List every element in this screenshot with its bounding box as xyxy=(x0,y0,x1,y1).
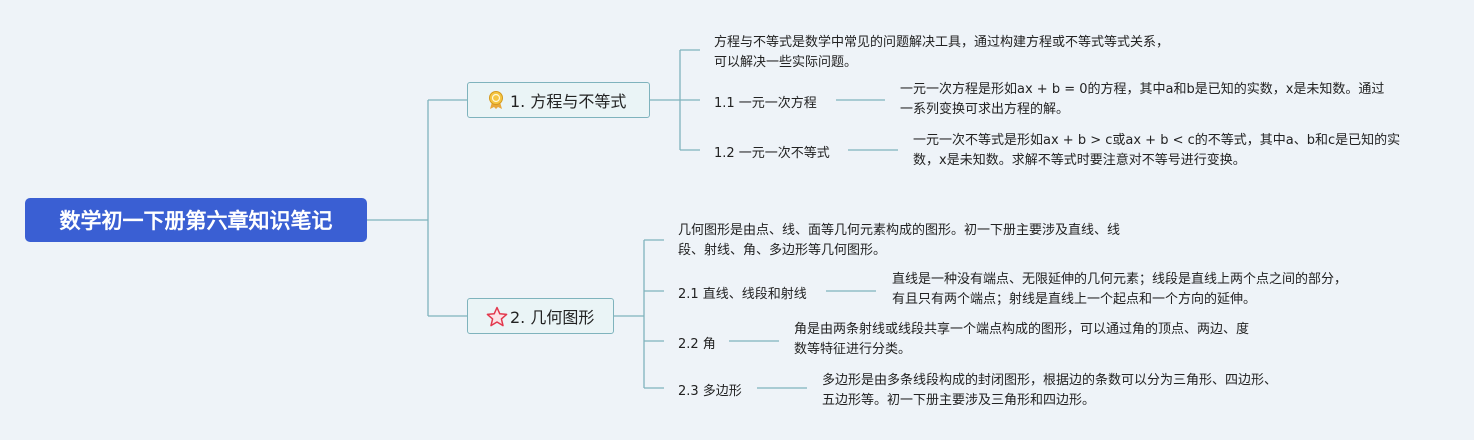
sub-topic-label[interactable]: 1.1 一元一次方程 xyxy=(714,96,817,111)
sub-topic-desc: 直线是一种没有端点、无限延伸的几何元素；线段是直线上两个点之间的部分， 有且只有… xyxy=(892,270,1347,310)
branch-equations[interactable]: 1. 方程与不等式 xyxy=(467,82,650,118)
desc-line: 数，x是未知数。求解不等式时要注意对不等号进行变换。 xyxy=(913,153,1246,168)
root-title: 数学初一下册第六章知识笔记 xyxy=(59,209,333,233)
award-ribbon-icon xyxy=(486,90,506,110)
root-topic[interactable]: 数学初一下册第六章知识笔记 xyxy=(25,198,367,242)
branch-label: 1. 方程与不等式 xyxy=(510,92,627,111)
branch-label: 2. 几何图形 xyxy=(510,308,595,327)
sub-topic-desc: 多边形是由多条线段构成的封闭图形，根据边的条数可以分为三角形、四边形、 五边形等… xyxy=(822,371,1277,411)
sub-topic-label[interactable]: 2.3 多边形 xyxy=(678,384,742,399)
intro-line: 段、射线、角、多边形等几何图形。 xyxy=(678,243,887,258)
sub-topic-desc: 一元一次方程是形如ax + b = 0的方程，其中a和b是已知的实数，x是未知数… xyxy=(900,80,1384,120)
intro-line: 方程与不等式是数学中常见的问题解决工具，通过构建方程或不等式等式关系， xyxy=(714,35,1170,50)
desc-line: 一元一次方程是形如ax + b = 0的方程，其中a和b是已知的实数，x是未知数… xyxy=(900,82,1385,97)
desc-line: 一系列变换可求出方程的解。 xyxy=(900,102,1070,117)
desc-line: 角是由两条射线或线段共享一个端点构成的图形，可以通过角的顶点、两边、度 xyxy=(794,322,1250,337)
branch-geometry[interactable]: 2. 几何图形 xyxy=(467,298,614,334)
desc-line: 有且只有两个端点；射线是直线上一个起点和一个方向的延伸。 xyxy=(892,292,1257,307)
desc-line: 五边形等。初一下册主要涉及三角形和四边形。 xyxy=(822,393,1096,408)
branch-intro: 方程与不等式是数学中常见的问题解决工具，通过构建方程或不等式等式关系， 可以解决… xyxy=(714,33,1169,73)
desc-line: 直线是一种没有端点、无限延伸的几何元素；线段是直线上两个点之间的部分， xyxy=(892,272,1348,287)
sub-topic-desc: 角是由两条射线或线段共享一个端点构成的图形，可以通过角的顶点、两边、度 数等特征… xyxy=(794,320,1249,360)
desc-line: 多边形是由多条线段构成的封闭图形，根据边的条数可以分为三角形、四边形、 xyxy=(822,373,1278,388)
sub-topic-desc: 一元一次不等式是形如ax + b > c或ax + b < c的不等式，其中a、… xyxy=(913,131,1400,171)
sub-topic-label[interactable]: 2.2 角 xyxy=(678,337,716,352)
desc-line: 一元一次不等式是形如ax + b > c或ax + b < c的不等式，其中a、… xyxy=(913,133,1401,148)
intro-line: 几何图形是由点、线、面等几何元素构成的图形。初一下册主要涉及直线、线 xyxy=(678,223,1121,238)
star-icon xyxy=(486,306,508,327)
sub-topic-label[interactable]: 2.1 直线、线段和射线 xyxy=(678,287,807,302)
branch-intro: 几何图形是由点、线、面等几何元素构成的图形。初一下册主要涉及直线、线 段、射线、… xyxy=(678,221,1120,261)
intro-line: 可以解决一些实际问题。 xyxy=(714,55,858,70)
desc-line: 数等特征进行分类。 xyxy=(794,342,912,357)
sub-topic-label[interactable]: 1.2 一元一次不等式 xyxy=(714,146,830,161)
